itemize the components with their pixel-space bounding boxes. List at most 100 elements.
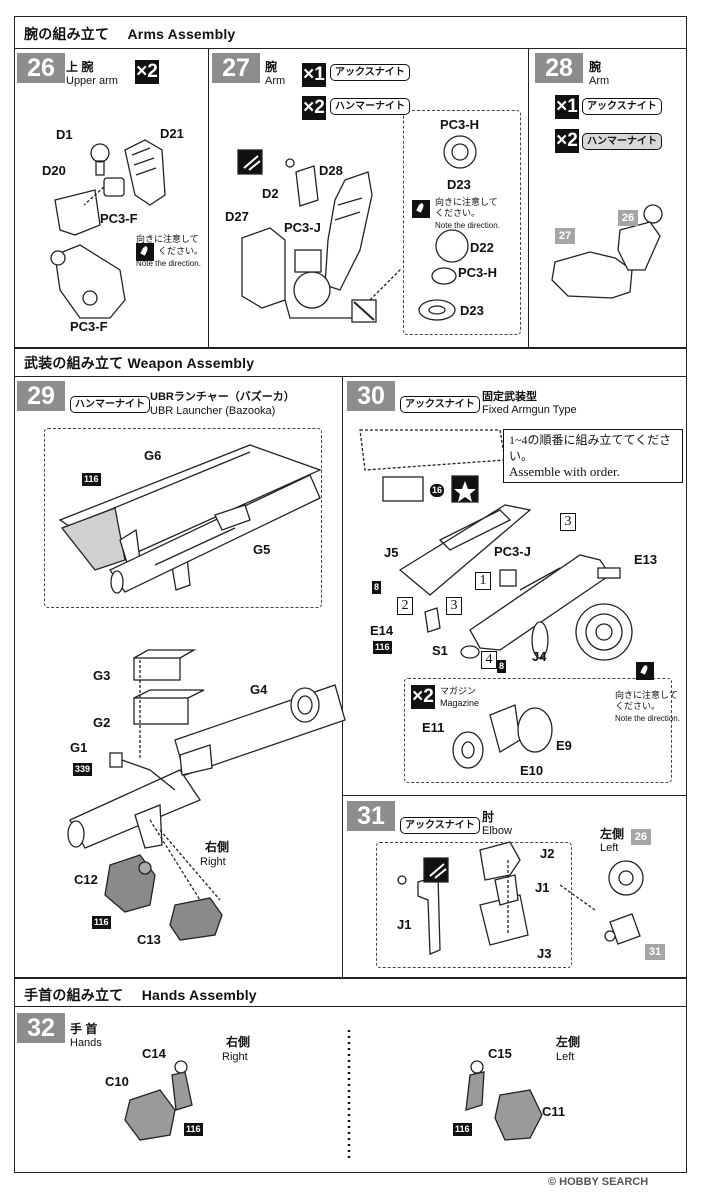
step29-side-en: Right: [200, 856, 226, 868]
order-3: 3: [446, 597, 462, 615]
arms-divider-2: [528, 48, 529, 348]
step29-title-en: UBR Launcher (Bazooka): [150, 405, 276, 417]
hands-section-frame: [14, 978, 687, 1173]
part-j1-left: J1: [397, 917, 412, 932]
part-j5: J5: [384, 545, 399, 560]
step32-title-en: Hands: [70, 1037, 102, 1049]
step-31-number: 31: [347, 801, 395, 831]
step26-note-en: Note the direction.: [136, 259, 201, 268]
step27-title-jp: 腕: [265, 60, 278, 74]
step32-right-jp: 右側: [226, 1035, 251, 1049]
step32-title-jp: 手 首: [70, 1022, 98, 1036]
note-direction-icon: [136, 243, 154, 261]
step27-note-jp2: ください。: [435, 208, 481, 218]
step28-tag-axe-knight: アックスナイト: [582, 98, 662, 115]
step29-num-116-b: 116: [92, 916, 111, 929]
step28-title-jp: 腕: [589, 60, 602, 74]
step31-tag-axe-knight: アックスナイト: [400, 817, 480, 834]
part-j4: J4: [532, 649, 547, 664]
order-note-en: Assemble with order.: [509, 464, 620, 479]
step27-title-en: Arm: [265, 75, 286, 87]
magazine-title-jp: マガジン: [440, 686, 477, 696]
step30-num-16: 16: [430, 484, 445, 497]
part-pc3h: PC3-H: [458, 265, 498, 280]
part-j2: J2: [540, 846, 555, 861]
step30-num-8-a: 8: [372, 581, 382, 594]
weapon-inner-divider: [342, 795, 687, 796]
part-d23: D23: [460, 303, 484, 318]
step31-title-en: Elbow: [482, 825, 512, 837]
step31-badge-31: 31: [645, 944, 665, 960]
hands-title-divider: [14, 1006, 687, 1007]
step29-detail-box: [44, 428, 322, 608]
part-s1: S1: [432, 643, 448, 658]
magazine-title-en: Magazine: [440, 698, 480, 708]
part-d28: D28: [319, 163, 343, 178]
part-d21: D21: [160, 126, 184, 141]
step28-title-en: Arm: [589, 75, 610, 87]
step30-num-8-b: 8: [497, 660, 507, 673]
order-4: 4: [481, 651, 497, 669]
step26-quantity: ×2: [135, 60, 159, 84]
note-direction-icon-27: [412, 200, 430, 218]
step-29-number: 29: [17, 381, 65, 411]
step32-left-num-116: 116: [453, 1123, 472, 1136]
part-j3: J3: [537, 946, 552, 961]
step30-title-en: Fixed Armgun Type: [482, 404, 577, 416]
step-26-number: 26: [17, 53, 65, 83]
part-c13: C13: [137, 932, 161, 947]
step32-right-num-116: 116: [184, 1123, 203, 1136]
note-direction-icon-30: [636, 662, 654, 680]
step30-order-note: 1~4の順番に組み立ててください。 Assemble with order.: [503, 429, 683, 483]
order-1: 1: [475, 572, 491, 590]
step-27-number: 27: [212, 53, 260, 83]
part-j1-right: J1: [535, 880, 550, 895]
step31-detail-box: [376, 842, 572, 968]
part-pc3f-lower: PC3-F: [70, 319, 108, 334]
part-g3: G3: [93, 668, 111, 683]
part-d22: D22: [470, 240, 494, 255]
step-32-number: 32: [17, 1013, 65, 1043]
arms-title-divider: [14, 48, 687, 49]
step30-num-116: 116: [373, 641, 392, 654]
weapon-divider: [342, 376, 343, 978]
part-c10: C10: [105, 1074, 129, 1089]
part-g4: G4: [250, 682, 268, 697]
step30-title-jp: 固定武装型: [482, 391, 537, 403]
watermark: © HOBBY SEARCH: [548, 1176, 649, 1188]
part-c11: C11: [542, 1104, 566, 1119]
part-c12: C12: [74, 872, 98, 887]
part-c15: C15: [488, 1046, 512, 1061]
step30-tag-axe-knight: アックスナイト: [400, 396, 480, 413]
part-pc3j-30: PC3-J: [494, 544, 531, 559]
part-e14: E14: [370, 623, 394, 638]
part-g6: G6: [144, 448, 162, 463]
part-d1: D1: [56, 127, 73, 142]
step31-side-jp: 左側: [600, 827, 625, 841]
step27-tag-axe-knight: アックスナイト: [330, 64, 410, 81]
step26-title-en: Upper arm: [66, 75, 118, 87]
order-3-top: 3: [560, 513, 576, 531]
part-e10: E10: [520, 763, 544, 778]
step26-note-jp2: ください。: [158, 246, 204, 256]
arms-section-frame: [14, 16, 687, 348]
step29-num-116-a: 116: [82, 473, 101, 486]
step30-note-en: Note the direction.: [615, 714, 680, 723]
step31-side-en: Left: [600, 842, 619, 854]
part-e11: E11: [422, 720, 445, 735]
part-d2: D2: [262, 186, 279, 201]
part-g5: G5: [253, 542, 271, 557]
part-c14: C14: [142, 1046, 166, 1061]
step29-title-jp: UBRランチャー（バズーカ）: [150, 391, 295, 403]
step32-left-en: Left: [556, 1051, 575, 1063]
step32-right-en: Right: [222, 1051, 248, 1063]
order-note-jp: 1~4の順番に組み立ててください。: [509, 433, 672, 463]
step31-title-jp: 肘: [482, 810, 495, 824]
step29-side-jp: 右側: [205, 840, 230, 854]
step28-tag-hammer-knight: ハンマーナイト: [582, 133, 662, 150]
weapon-section-frame: [14, 348, 687, 978]
step31-badge-26: 26: [631, 829, 651, 845]
step27-qty-1: ×1: [302, 63, 326, 87]
part-e13: E13: [634, 552, 658, 567]
step28-badge-26: 26: [618, 210, 638, 226]
